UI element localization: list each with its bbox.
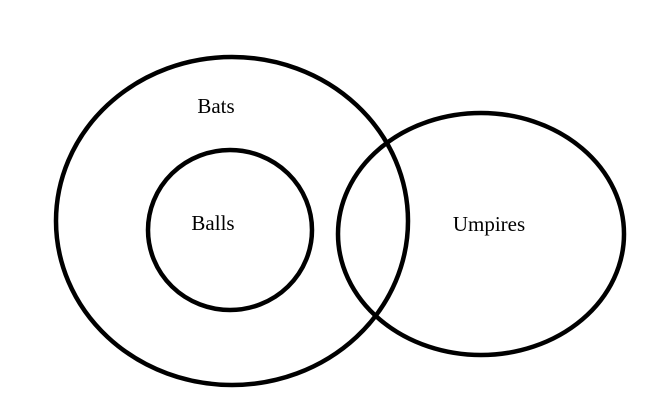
bats-label: Bats	[197, 94, 234, 118]
bats-circle	[53, 54, 411, 388]
balls-label: Balls	[191, 211, 234, 235]
umpires-ellipse	[335, 110, 627, 358]
umpires-label: Umpires	[453, 212, 525, 236]
balls-circle	[145, 147, 315, 313]
